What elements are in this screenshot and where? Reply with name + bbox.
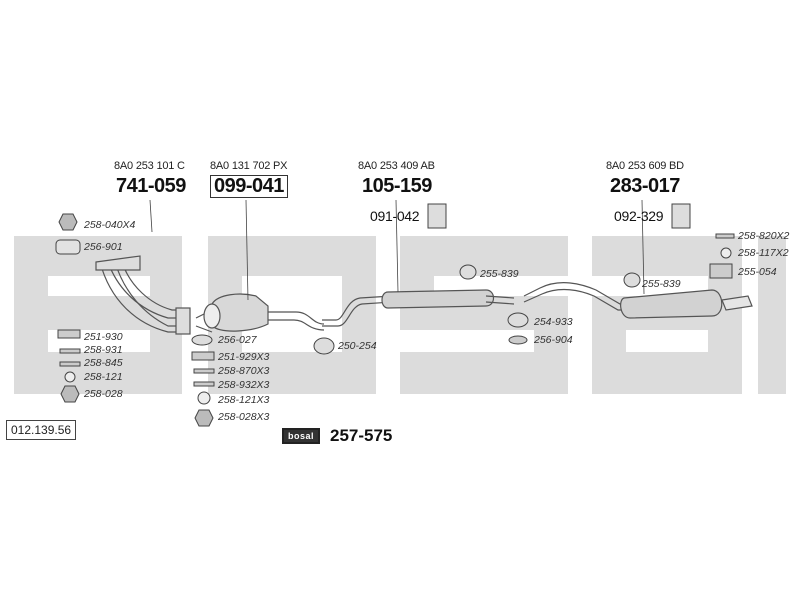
washer-icon — [197, 391, 211, 405]
part-label[interactable]: 258-845 — [84, 357, 123, 369]
hanger-bracket-icon — [427, 203, 447, 229]
part-label[interactable]: 255-839 — [480, 268, 519, 280]
nut-icon — [194, 409, 214, 427]
bolt-icon — [715, 233, 735, 239]
rear-silencer — [523, 282, 753, 319]
hanger-ref-rear[interactable]: 092-329 — [614, 208, 664, 224]
part-label[interactable]: 258-932X3 — [218, 379, 270, 391]
bosal-watermark — [14, 236, 786, 394]
ring-icon — [623, 272, 641, 288]
part-label[interactable]: 258-028 — [84, 388, 123, 400]
part-label[interactable]: 255-054 — [738, 266, 777, 278]
gasket-icon — [55, 239, 81, 255]
oe-number-rear-silencer: 8A0 253 609 BD — [606, 160, 684, 172]
part-label[interactable]: 258-820X2 — [738, 230, 790, 242]
spring-icon — [191, 351, 215, 361]
washer-icon — [64, 371, 76, 383]
gasket-icon — [508, 335, 528, 345]
part-label[interactable]: 251-929X3 — [218, 351, 270, 363]
part-label[interactable]: 254-933 — [534, 316, 573, 328]
part-label[interactable]: 258-121 — [84, 371, 123, 383]
part-label[interactable]: 258-028X3 — [218, 411, 270, 423]
part-label[interactable]: 251-930 — [84, 331, 123, 343]
reference-number: 012.139.56 — [6, 420, 77, 440]
clamp-icon — [507, 312, 529, 328]
hardware-icons — [55, 203, 735, 427]
part-label[interactable]: 258-931 — [84, 344, 123, 356]
mounting-kit-part-number[interactable]: 257-575 — [330, 426, 393, 445]
part-label[interactable]: 256-901 — [84, 241, 123, 253]
washer-icon — [720, 247, 732, 259]
hanger-bracket-icon — [671, 203, 691, 229]
part-label[interactable]: 256-027 — [218, 334, 257, 346]
oe-number-front-pipe: 8A0 253 101 C — [114, 160, 185, 172]
bolt-icon — [193, 368, 215, 374]
clamp-icon — [313, 337, 335, 355]
part-number-front-pipe[interactable]: 741-059 — [116, 175, 186, 197]
hanger-ref-middle[interactable]: 091-042 — [370, 208, 420, 224]
ring-icon — [459, 264, 477, 280]
part-number-rear-silencer[interactable]: 283-017 — [610, 175, 680, 197]
part-label[interactable]: 258-040X4 — [84, 219, 136, 231]
part-label[interactable]: 250-254 — [338, 340, 377, 352]
part-number-catalyst[interactable]: 099-041 — [210, 175, 288, 198]
oe-number-middle-silencer: 8A0 253 409 AB — [358, 160, 435, 172]
leader-lines — [149, 199, 645, 301]
bosal-logo-badge: bosal — [282, 428, 321, 444]
part-label[interactable]: 256-904 — [534, 334, 573, 346]
part-label[interactable]: 258-870X3 — [218, 365, 270, 377]
nut-icon — [60, 385, 80, 403]
nut-icon — [58, 213, 78, 231]
part-label[interactable]: 258-117X2 — [738, 247, 789, 259]
bolt-icon — [59, 348, 81, 354]
bolt-icon — [193, 381, 215, 387]
front-pipe — [95, 255, 191, 335]
hanger-icon — [709, 263, 733, 279]
oe-number-catalyst: 8A0 131 702 PX — [210, 160, 288, 172]
catalytic-converter — [195, 293, 325, 333]
part-label[interactable]: 255-839 — [642, 278, 681, 290]
clamp-icon — [191, 334, 213, 346]
spring-icon — [57, 329, 81, 339]
part-label[interactable]: 258-121X3 — [218, 394, 270, 406]
bolt-icon — [59, 361, 81, 367]
middle-silencer — [322, 289, 515, 327]
part-number-middle-silencer[interactable]: 105-159 — [362, 175, 432, 197]
